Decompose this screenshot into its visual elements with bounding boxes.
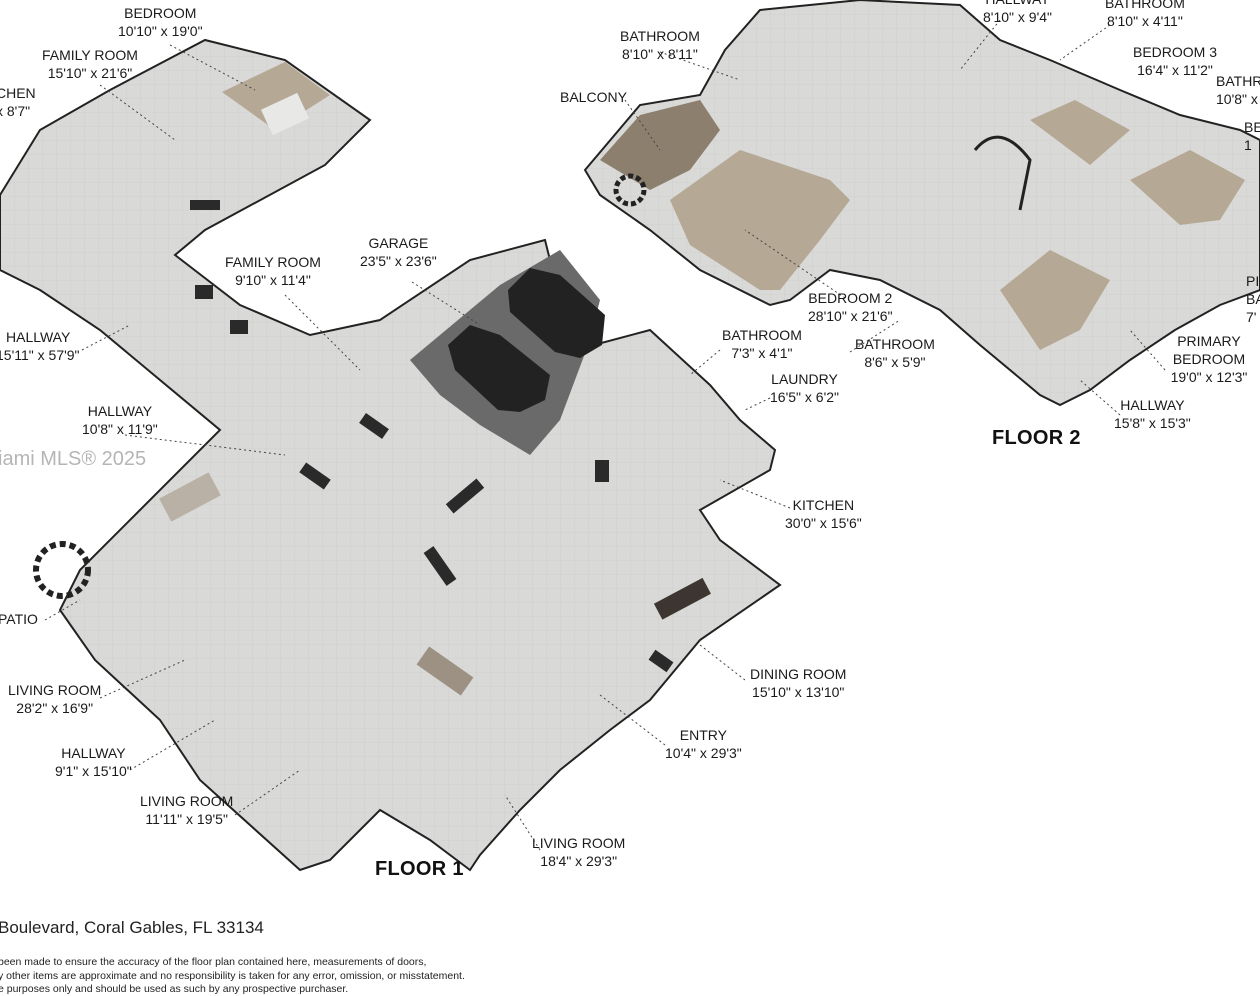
room-label-hallway: HALLWAY 15'11" x 57'9" [0,329,80,363]
floor2-plan [583,0,1260,407]
sofa-icon [159,472,221,522]
car-icon [508,268,605,358]
floor2-bedroom-carpet [1130,150,1245,225]
floor2-primary-carpet [1000,250,1110,350]
room-label-entry: ENTRY 10'4" x 29'3" [665,727,742,761]
floor1-title: FLOOR 1 [375,858,464,880]
room-label-bedroom-2: BEDROOM 2 28'10" x 21'6" [808,290,893,324]
disclaimer-line: e purposes only and should be used as su… [0,983,349,995]
room-label-kitchen-partial: CHEN x 8'7" [0,85,36,119]
room-label-bathroom: BATHROOM 7'3" x 4'1" [722,327,802,361]
room-label-f2-bathroom-2: BATHROOM 8'10" x 8'11" [620,28,700,62]
room-label-bedroom: BEDROOM 10'10" x 19'0" [118,5,203,39]
room-label-bedroom-3: BEDROOM 3 16'4" x 11'2" [1133,44,1218,78]
room-label-f2-bathroom: BATHROOM 8'10" x 4'11" [1105,0,1185,29]
room-label-f2-primary-bath-partial: PI BAT 7' [1246,273,1260,325]
label-leader-lines [44,19,1166,851]
room-label-living-room-3: LIVING ROOM 18'4" x 29'3" [532,835,626,869]
table-icon [653,577,711,620]
property-address: Boulevard, Coral Gables, FL 33134 [0,918,264,937]
floor2-bedroom3-carpet [1030,100,1130,165]
room-label-family-room: FAMILY ROOM 15'10" x 21'6" [42,47,138,81]
floor2-bedroom2-carpet [670,150,850,290]
room-label-kitchen: KITCHEN 30'0" x 15'6" [785,497,862,531]
room-label-hallway-2: HALLWAY 10'8" x 11'9" [82,403,158,437]
floor1-plan [0,38,782,872]
mls-watermark: iami MLS® 2025 [0,448,147,470]
room-label-primary-bedroom: PRIMARY BEDROOM 19'0" x 12'3" [1170,333,1248,385]
room-label-family-room-2: FAMILY ROOM 9'10" x 11'4" [225,254,321,288]
room-label-f2-hallway-2: HALLWAY 15'8" x 15'3" [1114,397,1191,431]
car-icon [448,325,550,412]
room-label-living-room-2: LIVING ROOM 11'11" x 19'5" [140,793,234,827]
room-label-living-room: LIVING ROOM 28'2" x 16'9" [8,682,102,716]
floor1-bedroom-carpet [222,62,330,130]
room-label-balcony: BALCONY [560,89,627,105]
disclaimer-line: been made to ensure the accuracy of the … [0,956,427,968]
spiral-stair-icon [33,541,91,599]
room-label-f2-bathroom-3: BATHROOM 8'6" x 5'9" [855,336,935,370]
bed-icon [260,92,310,136]
room-label-hallway-3: HALLWAY 9'1" x 15'10" [55,745,132,779]
floor1-walls [190,200,674,673]
room-label-garage: GARAGE 23'5" x 23'6" [360,235,437,269]
spiral-stair-icon [613,173,647,207]
sofa-icon [416,646,474,696]
floor2-title: FLOOR 2 [992,427,1081,449]
room-label-dining-room: DINING ROOM 15'10" x 13'10" [750,666,847,700]
room-label-f2-hallway: HALLWAY 8'10" x 9'4" [983,0,1052,25]
room-label-f2-bedroom-partial: BE 1 [1244,119,1260,153]
room-label-laundry: LAUNDRY 16'5" x 6'2" [770,371,839,405]
staircase-icon [973,135,1032,211]
floor2-balcony [600,100,720,190]
disclaimer-line: y other items are approximate and no res… [0,970,465,982]
room-label-f2-bathroom-partial: BATHR 10'8" x [1216,73,1260,107]
room-label-patio: PATIO [0,611,38,627]
